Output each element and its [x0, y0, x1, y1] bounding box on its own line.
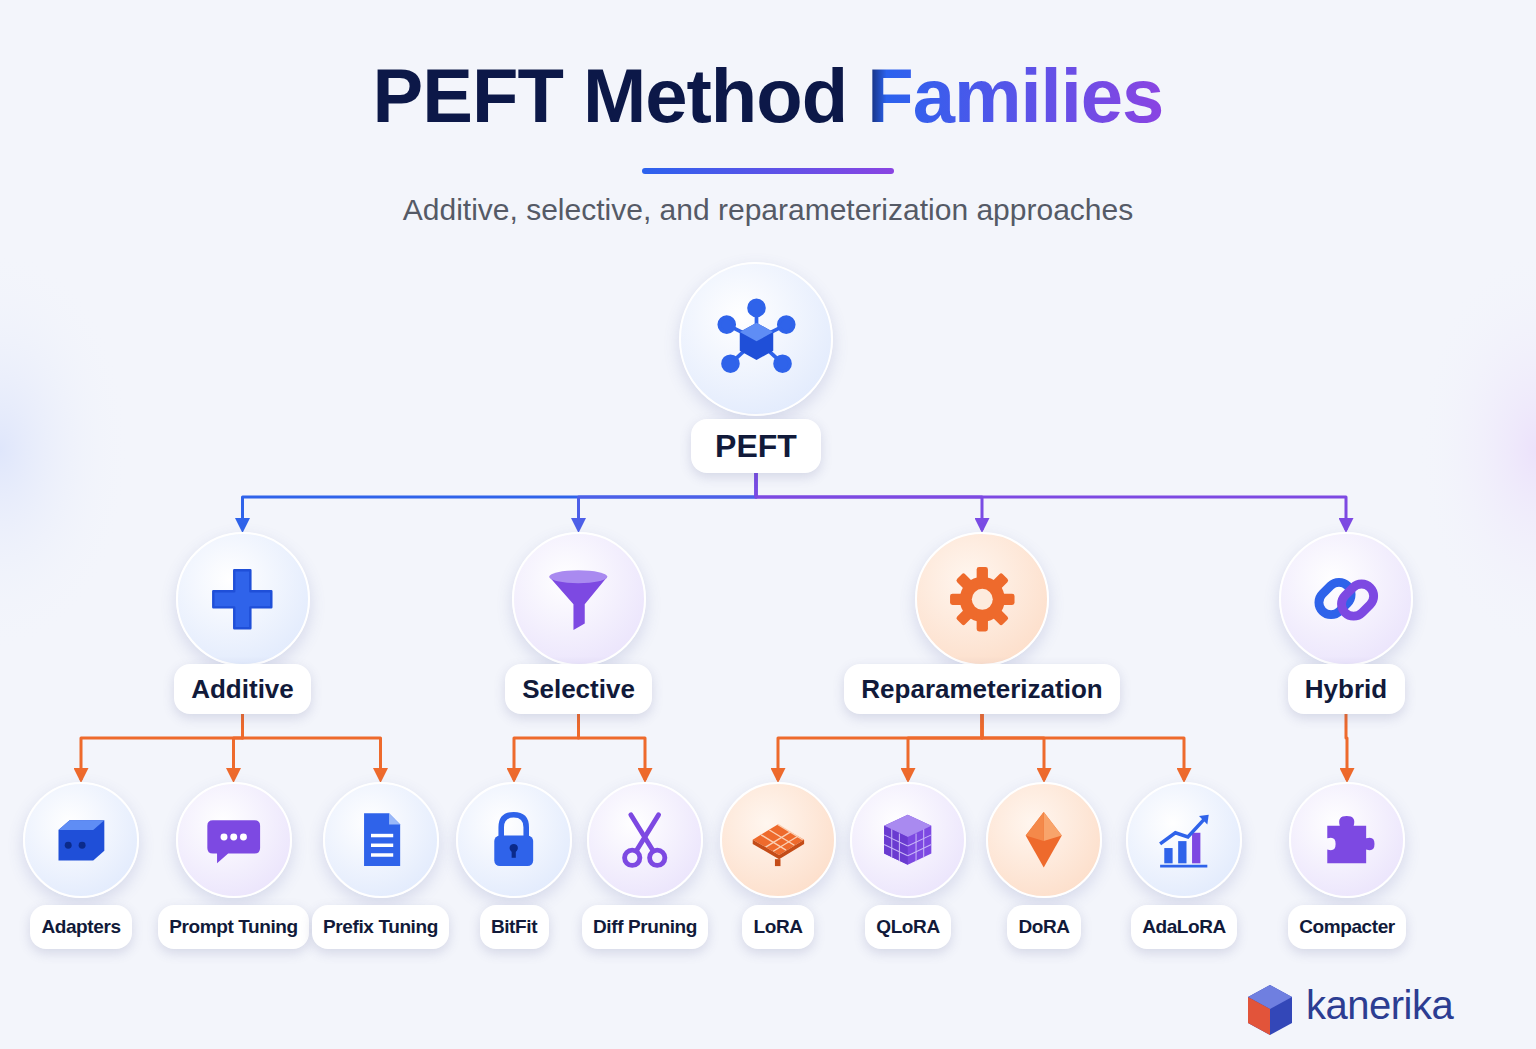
node-label: PEFT — [691, 419, 821, 473]
tree-connector — [908, 714, 982, 780]
method-node: LoRA — [720, 782, 836, 949]
diagram-title: PEFT Method Families — [0, 52, 1536, 139]
tree-connector — [579, 714, 646, 780]
icon-circle — [986, 782, 1102, 898]
icon — [1306, 559, 1387, 640]
icon — [710, 293, 803, 386]
icon-circle — [1289, 782, 1405, 898]
method-node: Diff Pruning — [582, 782, 708, 949]
icon-circle — [23, 782, 139, 898]
node-label: Hybrid — [1288, 664, 1405, 714]
icon-circle — [1279, 532, 1413, 666]
tree-connector — [243, 473, 757, 530]
icon — [743, 805, 812, 874]
node-label: Compacter — [1288, 905, 1406, 949]
family-node: Hybrid — [1279, 532, 1413, 714]
watermark: kanerika — [1306, 983, 1453, 1028]
icon — [538, 559, 619, 640]
icon — [202, 559, 283, 640]
node-label: Additive — [174, 664, 311, 714]
icon — [479, 805, 548, 874]
icon — [199, 805, 268, 874]
method-node: AdaLoRA — [1126, 782, 1242, 949]
node-label: Adapters — [30, 905, 132, 949]
method-node: QLoRA — [850, 782, 966, 949]
tree-connector — [81, 714, 243, 780]
root-node: PEFT — [679, 262, 833, 473]
node-label: Prefix Tuning — [312, 905, 449, 949]
icon-circle — [176, 782, 292, 898]
icon — [1149, 805, 1218, 874]
tree-connector — [579, 473, 757, 530]
kanerika-logo — [1248, 985, 1292, 1035]
tree-connector — [243, 714, 381, 780]
icon-circle — [679, 262, 833, 416]
node-label: Prompt Tuning — [158, 905, 309, 949]
icon-circle — [456, 782, 572, 898]
method-node: DoRA — [986, 782, 1102, 949]
node-label: Diff Pruning — [582, 905, 708, 949]
icon — [346, 805, 415, 874]
icon-circle — [587, 782, 703, 898]
diagram-caption: Additive, selective, and reparameterizat… — [0, 193, 1536, 227]
method-node: BitFit — [456, 782, 572, 949]
icon — [1009, 805, 1078, 874]
tree-connector — [756, 473, 1346, 530]
family-node: Selective — [505, 532, 652, 714]
icon-circle — [915, 532, 1049, 666]
node-label: Reparameterization — [844, 664, 1120, 714]
node-label: BitFit — [480, 905, 549, 949]
method-node: Prompt Tuning — [158, 782, 309, 949]
icon — [1312, 805, 1381, 874]
tree-connector — [982, 714, 1184, 780]
node-label: AdaLoRA — [1131, 905, 1237, 949]
icon — [942, 559, 1023, 640]
title-underline — [642, 168, 894, 174]
method-node: Adapters — [23, 782, 139, 949]
tree-connector — [778, 714, 982, 780]
icon-circle — [1126, 782, 1242, 898]
icon-circle — [720, 782, 836, 898]
family-node: Additive — [174, 532, 311, 714]
tree-connector — [756, 473, 982, 530]
icon-circle — [850, 782, 966, 898]
icon — [610, 805, 679, 874]
tree-connector — [1346, 714, 1347, 780]
node-label: Selective — [505, 664, 652, 714]
node-label: QLoRA — [865, 905, 951, 949]
icon-circle — [323, 782, 439, 898]
icon — [873, 805, 942, 874]
node-label: DoRA — [1007, 905, 1081, 949]
family-node: Reparameterization — [844, 532, 1120, 714]
title-text: PEFT Method Families — [373, 53, 1164, 138]
node-label: LoRA — [742, 905, 814, 949]
icon — [46, 805, 115, 874]
tree-connector — [982, 714, 1044, 780]
icon-circle — [512, 532, 646, 666]
icon-circle — [176, 532, 310, 666]
tree-connector — [514, 714, 579, 780]
method-node: Compacter — [1288, 782, 1406, 949]
method-node: Prefix Tuning — [312, 782, 449, 949]
